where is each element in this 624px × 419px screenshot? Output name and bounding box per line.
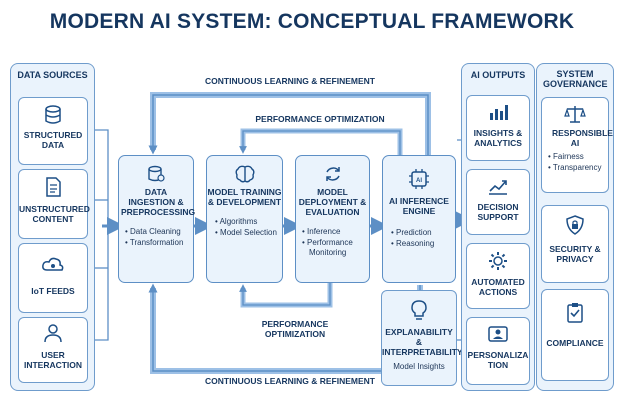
explainability-sub: Model Insights [393, 362, 445, 371]
bar-chart-icon [490, 105, 508, 120]
balance-scale-icon [564, 106, 586, 123]
svg-text:AI: AI [416, 178, 422, 184]
source-label: IoT FEEDS [31, 286, 75, 296]
governance-title: SYSTEM GOVERNANCE [543, 69, 608, 89]
stage-bullet: • Performance Monitoring [302, 237, 353, 258]
stage-label: MODEL DEPLOYMENT & EVALUATION [298, 187, 367, 217]
trend-chart-icon [489, 180, 507, 195]
profile-card-icon [488, 326, 508, 342]
loop-top-inner [240, 128, 403, 157]
data-sources-title: DATA SOURCES [17, 70, 88, 80]
stage-label: MODEL TRAINING & DEVELOPMENT [207, 187, 282, 207]
ai-chip-icon: AI [409, 169, 429, 189]
output-decision-support: DECISION SUPPORT [466, 169, 530, 235]
governance-bullet: • Fairness [548, 152, 584, 161]
stage-label: DATA INGESTION & PREPROCESSING [121, 187, 196, 217]
refresh-icon [325, 167, 340, 181]
loop-top-outer [150, 92, 431, 157]
output-label: AUTOMATED ACTIONS [471, 277, 525, 297]
explainability-box: EXPLANABILITY & INTERPRETABILITY Model I… [381, 290, 463, 386]
stage-model-training: MODEL TRAINING & DEVELOPMENT • Algorithm… [206, 155, 283, 283]
ai-outputs-title: AI OUTPUTS [470, 70, 526, 80]
governance-responsible-ai: RESPONSIBLE AI • Fairness • Transparency [541, 97, 613, 193]
source-user-interaction: USER INTERACTION [18, 317, 88, 383]
stage-bullet: • Data Cleaning [125, 227, 181, 236]
database-sync-icon [148, 165, 165, 182]
governance-compliance: COMPLIANCE [541, 289, 609, 381]
stage-bullet: • Prediction [391, 228, 432, 237]
output-automated-actions: AUTOMATED ACTIONS [466, 243, 530, 309]
lightbulb-icon [411, 300, 427, 320]
database-icon [45, 105, 61, 124]
loop-label-top-inner: PERFORMANCE OPTIMIZATION [255, 114, 385, 124]
stage-label: AI INFERENCE ENGINE [389, 196, 449, 216]
stage-data-ingestion: DATA INGESTION & PREPROCESSING • Data Cl… [118, 155, 196, 283]
governance-label: COMPLIANCE [546, 338, 604, 348]
document-icon [46, 177, 61, 197]
shield-lock-icon [566, 215, 584, 235]
output-label: INSIGHTS & ANALYTICS [473, 128, 523, 148]
stage-bullet: • Model Selection [215, 227, 277, 237]
output-insights: INSIGHTS & ANALYTICS [466, 95, 530, 161]
governance-label: RESPONSIBLE AI [552, 128, 613, 148]
brain-icon [235, 165, 254, 183]
user-icon [44, 324, 62, 343]
stage-ai-inference-engine: AI AI INFERENCE ENGINE • Prediction • Re… [382, 155, 456, 283]
stage-bullet: • Inference [302, 227, 341, 236]
cloud-iot-icon [42, 257, 64, 271]
stage-bullet: • Transformation [125, 237, 184, 247]
output-personalization: PERSONALIZA TION [466, 317, 530, 385]
gear-icon [489, 252, 507, 270]
explainability-label: EXPLANABILITY & INTERPRETABILITY [382, 327, 463, 357]
source-label: UNSTRUCTURED CONTENT [19, 204, 90, 224]
governance-security-privacy: SECURITY & PRIVACY [541, 205, 609, 283]
output-label: DECISION SUPPORT [477, 202, 519, 222]
source-structured-data: STRUCTURED DATA [18, 97, 88, 165]
checklist-icon [567, 303, 583, 323]
output-label: PERSONALIZA TION [467, 350, 529, 370]
source-label: USER INTERACTION [23, 350, 83, 370]
governance-bullet: • Transparency [548, 162, 602, 172]
loop-label-bottom-outer: CONTINUOUS LEARNING & REFINEMENT [205, 376, 375, 386]
loop-label-top-outer: CONTINUOUS LEARNING & REFINEMENT [205, 76, 375, 86]
loop-bottom-inner [240, 282, 333, 308]
page-title: MODERN AI SYSTEM: CONCEPTUAL FRAMEWORK [49, 10, 575, 33]
stage-bullet: • Algorithms [215, 217, 258, 226]
governance-label: SECURITY & PRIVACY [549, 244, 601, 264]
loop-label-bottom-inner: PERFORMANCE OPTIMIZATION [261, 319, 329, 339]
source-unstructured-content: UNSTRUCTURED CONTENT [18, 169, 90, 239]
stage-bullet: • Reasoning [391, 238, 435, 248]
source-label: STRUCTURED DATA [23, 130, 83, 150]
source-iot-feeds: IoT FEEDS [18, 243, 88, 313]
stage-model-deployment: MODEL DEPLOYMENT & EVALUATION • Inferenc… [295, 155, 370, 283]
